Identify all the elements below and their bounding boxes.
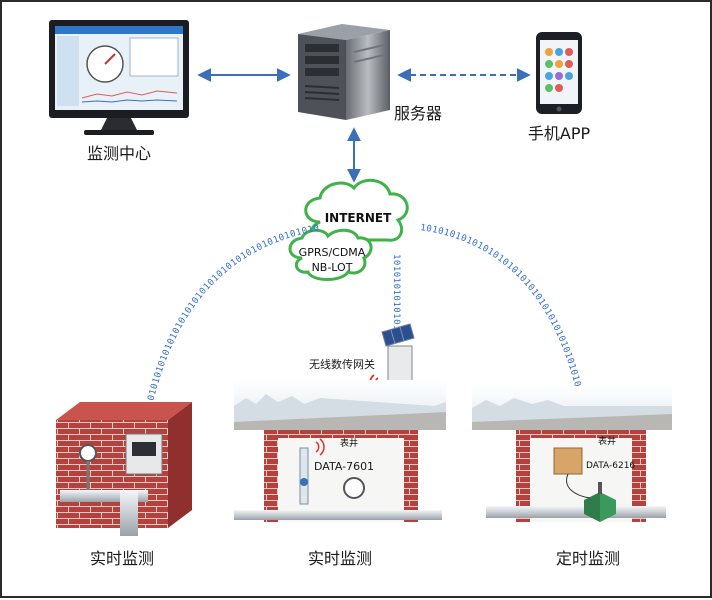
site-3-group: 表井 DATA-6216 定时监测 — [472, 386, 672, 568]
data-logger-device — [553, 447, 583, 475]
flow-meter-device — [299, 447, 309, 505]
network-label-1: GPRS/CDMA — [299, 246, 366, 259]
server-label: 服务器 — [394, 104, 442, 123]
valve-icon — [584, 482, 616, 522]
device-1-label: DATA-7601 — [314, 460, 374, 473]
site-3-label: 定时监测 — [556, 549, 620, 568]
network-label-2: NB-LOT — [312, 261, 353, 274]
monitor-icon — [49, 20, 189, 135]
gateway-group: 无线数传网关 — [309, 323, 415, 422]
site-1-label: 实时监测 — [90, 549, 154, 568]
mobile-app-label: 手机APP — [528, 124, 591, 143]
phone-icon — [536, 32, 582, 114]
internet-cloud: INTERNET GPRS/CDMA NB-LOT — [288, 178, 409, 281]
site-1-group: 实时监测 — [56, 402, 192, 568]
solar-panel-icon — [381, 323, 415, 347]
device-2-label: DATA-6216 — [586, 461, 635, 471]
meter-well-2-label: 表井 — [598, 435, 616, 447]
mobile-app-group: 手机APP — [528, 32, 591, 143]
site-2-label: 实时监测 — [308, 549, 372, 568]
wifi-signal-icon — [315, 438, 325, 456]
gauge-icon — [343, 477, 365, 499]
server-group: 服务器 — [298, 24, 442, 123]
monitor-center-group: 监测中心 — [49, 20, 189, 163]
meter-well-1-label: 表井 — [340, 437, 358, 449]
gateway-label: 无线数传网关 — [309, 357, 375, 371]
internet-label: INTERNET — [325, 211, 392, 225]
monitor-center-label: 监测中心 — [87, 144, 151, 163]
gateway-box — [387, 345, 413, 383]
binary-stream-vertical: 1010101010101 — [391, 254, 401, 331]
pressure-gauge-icon — [79, 444, 97, 492]
site-2-group: 表井 DATA-7601 实时监测 — [234, 380, 446, 568]
server-icon — [298, 24, 390, 120]
